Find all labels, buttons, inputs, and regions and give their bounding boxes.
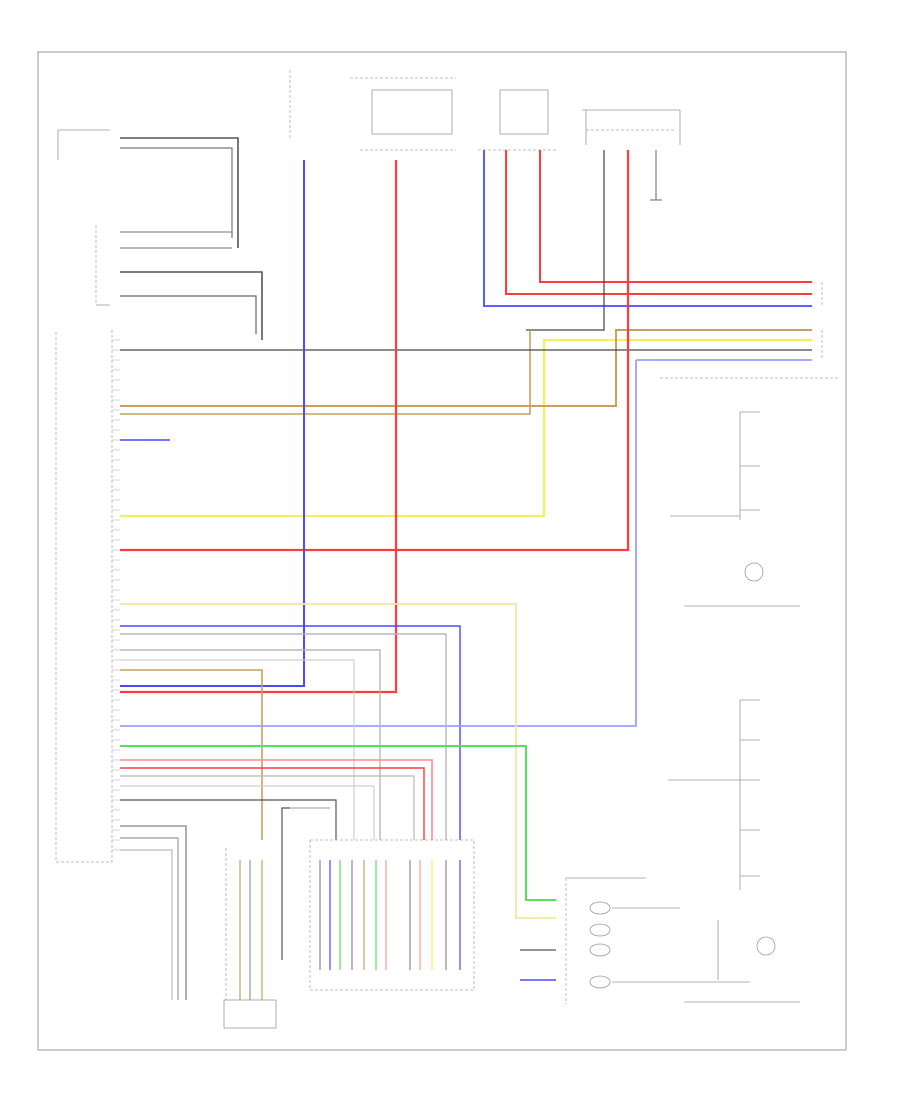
wire-blue-1 [483, 150, 812, 307]
wire-tan-1 [120, 329, 812, 407]
wire-gray-2 [120, 649, 381, 840]
wire-gray-5 [120, 785, 375, 840]
bottom-connectors [223, 839, 475, 1029]
diagram-frame [37, 51, 847, 1051]
wire-gray-7 [120, 837, 179, 1000]
wire-black-1 [526, 150, 605, 331]
wire-tan-2 [120, 330, 531, 415]
wire-red-1 [539, 150, 812, 283]
wire-yellow-1 [120, 338, 812, 518]
main-connector [55, 330, 120, 863]
horn-symbol-2 [756, 936, 776, 956]
wire-gray-8 [120, 849, 173, 1000]
wire-black-3 [120, 799, 337, 840]
wire-green-1 [120, 745, 556, 901]
upper-left-blocks [57, 129, 263, 340]
wire-blue-2 [120, 160, 305, 687]
wire-gray-1 [120, 633, 447, 840]
top-components [289, 70, 681, 201]
wire-red-2 [505, 150, 812, 295]
wire-gray-6 [120, 825, 187, 1000]
wire-red-4 [120, 160, 398, 694]
wire-tan-3 [120, 669, 263, 840]
antenna-module [520, 877, 750, 1004]
wire-lightblue-2 [120, 360, 637, 727]
wire-blue-3 [120, 625, 461, 840]
connector-pin-ticks [112, 339, 120, 851]
wire-red-3 [120, 150, 630, 552]
steering-switches [668, 411, 800, 1003]
wire-pink-1 [120, 759, 433, 840]
wire-black-4 [281, 807, 290, 960]
wire-yellow-2 [120, 603, 556, 919]
harness-wires [120, 150, 812, 1000]
horn-symbol [744, 562, 764, 582]
wire-red-5 [120, 767, 425, 840]
wire-gray-4 [120, 775, 415, 840]
wire-gray-3 [120, 659, 355, 840]
right-separators [660, 282, 840, 379]
